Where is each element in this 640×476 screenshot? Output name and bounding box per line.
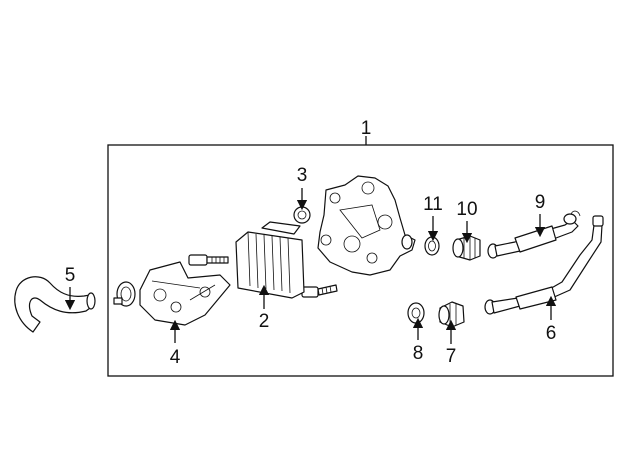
seal-ring-11 (424, 236, 440, 256)
callout-7: 7 (446, 346, 457, 367)
hose-part (14, 276, 96, 333)
upper-oil-line (487, 210, 581, 259)
callout-6: 6 (546, 323, 557, 344)
callout-2: 2 (259, 311, 270, 332)
seal-ring-8 (407, 302, 425, 324)
oil-filter-housing-part (317, 175, 416, 276)
callout-11: 11 (423, 194, 443, 215)
callout-10: 10 (456, 199, 477, 220)
bolt-upper (188, 254, 229, 266)
callout-1: 1 (361, 118, 372, 139)
callout-8: 8 (413, 343, 424, 364)
assembly-frame (107, 144, 614, 377)
bolt-lower (301, 284, 338, 298)
fitting-10 (452, 235, 481, 261)
callout-4: 4 (170, 347, 181, 368)
callout-5: 5 (65, 265, 76, 286)
fitting-7 (438, 301, 465, 328)
seal-ring-3 (293, 206, 311, 224)
lower-oil-line (484, 215, 604, 315)
oil-cooler-part (235, 221, 305, 299)
callout-3: 3 (297, 165, 308, 186)
callout-9: 9 (535, 192, 546, 213)
bracket-part (113, 261, 231, 326)
